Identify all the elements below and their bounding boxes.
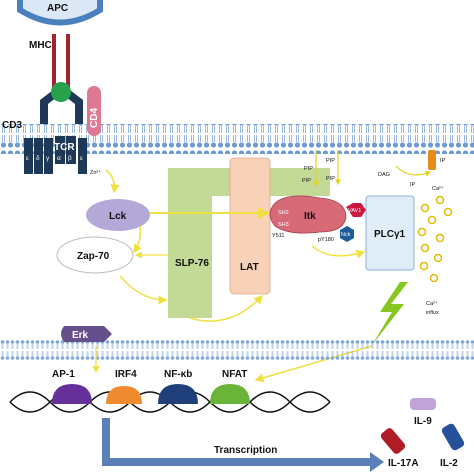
tcr-chain-alpha: α xyxy=(57,155,61,162)
irf4-label: IRF4 xyxy=(115,369,137,380)
pip3-left: PIP xyxy=(302,178,311,184)
itk-kinase xyxy=(269,195,347,234)
ip3-label: IP xyxy=(410,182,416,188)
cd3-chain-2: δ xyxy=(36,155,40,162)
il2-label: IL-2 xyxy=(440,458,458,469)
sh3-label: SH3 xyxy=(278,222,289,228)
zn-arrow xyxy=(105,169,120,194)
cd3-chain-1: ε xyxy=(26,155,29,162)
irf4-factor xyxy=(106,386,142,404)
lck-kinase xyxy=(86,199,150,231)
nck-protein xyxy=(340,226,354,242)
apc-label: APC xyxy=(47,3,68,14)
vav1-label: VAV1 xyxy=(348,208,361,214)
slp76-label: SLP-76 xyxy=(175,258,209,269)
dag-label: DAG xyxy=(378,172,390,178)
nfat-label: NFAT xyxy=(222,369,247,380)
il9-label: IL-9 xyxy=(414,416,432,427)
tcr-label: TCR xyxy=(54,142,75,153)
pip2-left: PIP xyxy=(304,166,313,172)
cd3-label: CD3 xyxy=(2,120,22,131)
arrow-zap-to-slp xyxy=(119,275,168,305)
cd3-epsilon-2 xyxy=(78,138,87,174)
nfkb-factor xyxy=(158,384,198,404)
transcription-arrow xyxy=(102,418,372,466)
il17a-cytokine xyxy=(380,428,406,454)
ip3r-label: IP xyxy=(440,158,446,164)
mhc-label: MHC xyxy=(29,40,52,51)
plcg1-label: PLCγ1 xyxy=(374,229,406,240)
cd4-receptor xyxy=(87,86,101,136)
calcium-ions xyxy=(417,195,453,283)
cd3-chain-3: γ xyxy=(46,155,50,162)
pip3-mid: PIP xyxy=(326,176,335,182)
lat-adapter xyxy=(229,157,271,295)
il9-cytokine xyxy=(410,398,436,410)
nck-label: Nck xyxy=(341,232,351,238)
erk-kinase xyxy=(61,326,112,342)
dag-arrow xyxy=(395,165,432,177)
zn-label: Zn²⁺ xyxy=(90,169,101,176)
y511-label: Y511 xyxy=(272,233,284,239)
cd3-epsilon-1 xyxy=(24,138,33,174)
tcr-beta xyxy=(66,136,76,164)
nfkb-label: NF-κb xyxy=(164,369,192,380)
ca-influx-label: Ca²⁺ xyxy=(426,300,438,307)
ca-label: Ca²⁺ xyxy=(432,185,444,192)
pip2-mid: PIP xyxy=(326,158,335,164)
il2-cytokine xyxy=(441,423,465,451)
zap70-kinase xyxy=(56,236,134,274)
transcription-arrowhead xyxy=(370,452,384,472)
transcription-label: Transcription xyxy=(214,445,277,456)
peptide xyxy=(51,82,71,102)
y180-label: pY180 xyxy=(318,237,334,243)
itk-label: Itk xyxy=(304,211,316,222)
arrow-itk-to-plc xyxy=(311,245,366,259)
ap1-label: AP-1 xyxy=(52,369,75,380)
lck-label: Lck xyxy=(109,211,127,222)
nuclear-membrane xyxy=(0,340,474,360)
cd3-gamma xyxy=(44,138,53,174)
arrow-lck-to-zap xyxy=(133,225,142,254)
il17a-label: IL-17A xyxy=(388,458,419,469)
lightning-bolt xyxy=(372,282,408,345)
ip3-receptor xyxy=(428,150,436,170)
erk-label: Erk xyxy=(72,330,89,341)
cd3-delta xyxy=(34,138,43,174)
vav1-protein xyxy=(346,203,366,217)
plcg1-enzyme xyxy=(365,195,415,271)
nfat-factor xyxy=(210,384,250,404)
cd4-label: CD4 xyxy=(89,108,100,128)
tcr-chain-beta: β xyxy=(68,155,72,162)
slp76-scaffold xyxy=(168,168,330,318)
cd3-chain-4: ε xyxy=(80,155,83,162)
influx-label: influx xyxy=(426,310,439,316)
tcr-alpha xyxy=(55,136,65,164)
mhc-chain-left xyxy=(52,34,56,90)
mhc-chain-right xyxy=(66,34,70,90)
lat-label: LAT xyxy=(240,262,259,273)
zap70-label: Zap-70 xyxy=(77,251,110,262)
sh2-label: SH2 xyxy=(278,210,289,216)
ap1-factor xyxy=(52,384,92,404)
arrow-slp-to-lat xyxy=(189,294,264,322)
apc-cell xyxy=(17,0,103,26)
